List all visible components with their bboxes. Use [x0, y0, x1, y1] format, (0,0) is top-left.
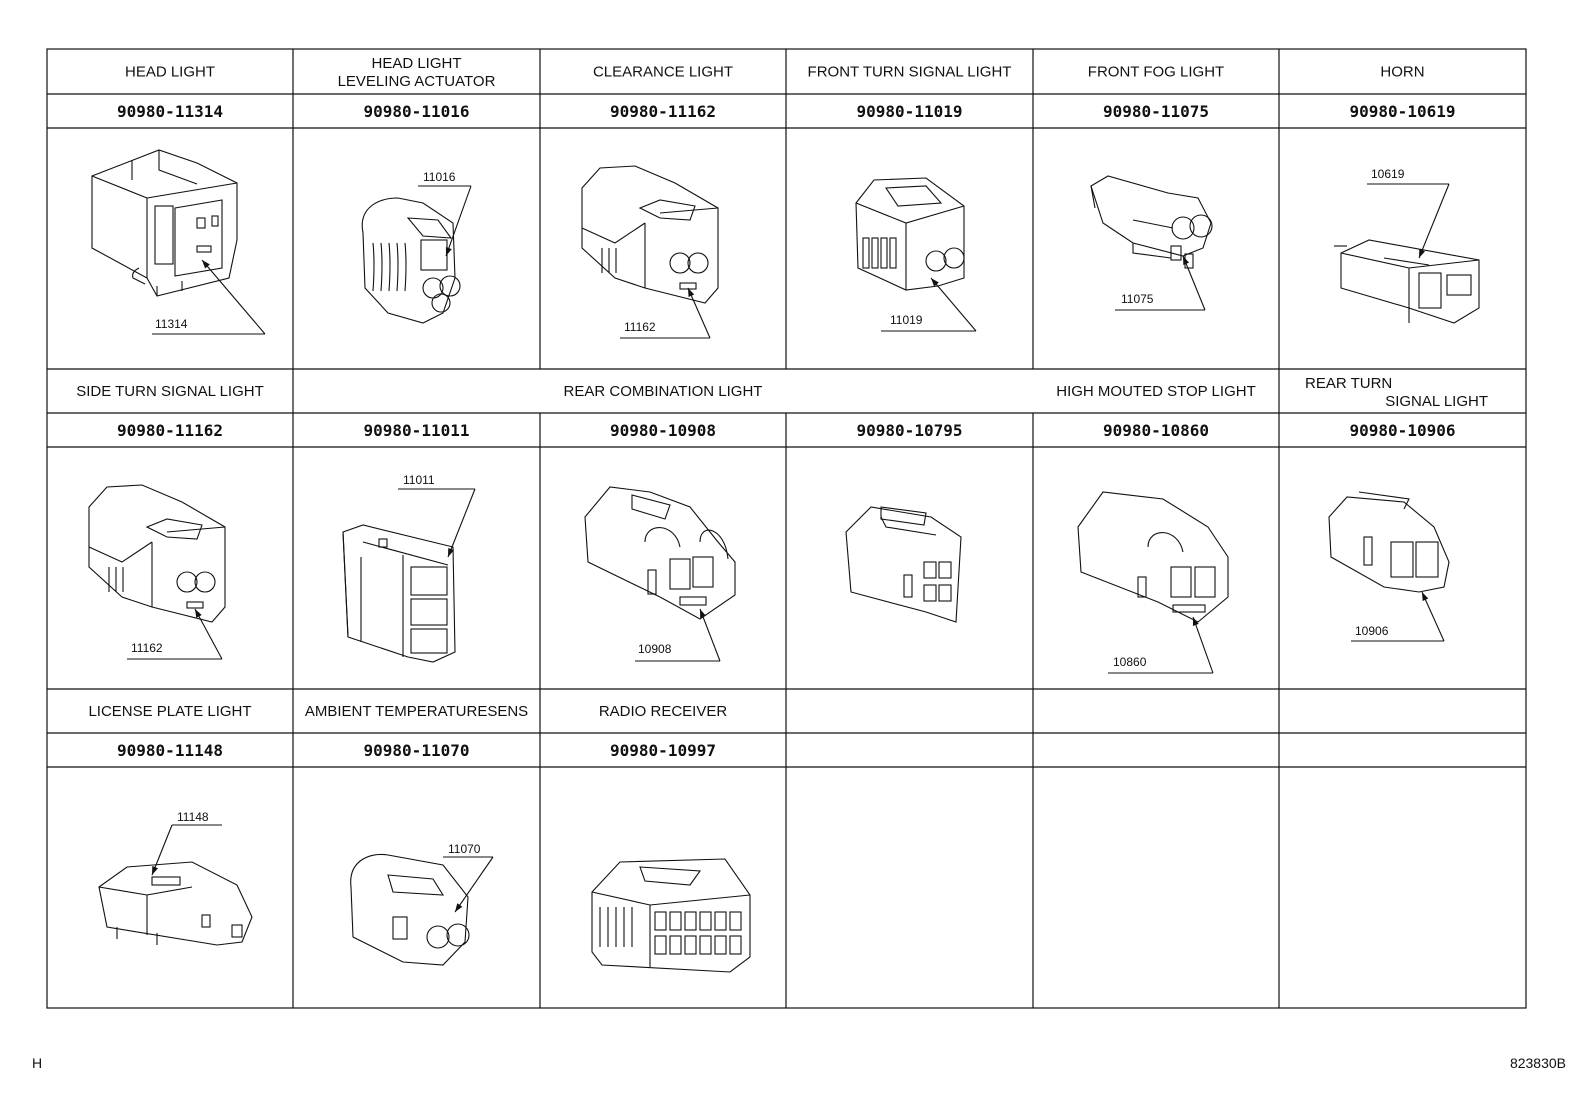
sheet-code: H — [32, 1055, 42, 1071]
callout-number: 11016 — [423, 170, 456, 184]
callout-number: 10619 — [1371, 167, 1405, 181]
clearance-light-connector: 11162 — [581, 165, 719, 339]
callout: 11075 — [1115, 255, 1206, 311]
rear-combo-connector-b: 10908 — [584, 486, 736, 662]
radio-receiver-connector — [591, 858, 751, 973]
part-number: 90980-10860 — [1103, 421, 1209, 440]
callout: 11314 — [152, 259, 266, 335]
front-fog-connector: 11075 — [1090, 175, 1213, 311]
callout-number: 11070 — [448, 842, 481, 856]
cell-label: CLEARANCE LIGHT — [593, 64, 733, 81]
callout: 11162 — [620, 287, 711, 339]
head-light-connector: 11314 — [91, 149, 266, 335]
callout: 11016 — [418, 170, 472, 257]
part-number: 90980-11019 — [857, 102, 963, 121]
license-plate-connector: 11148 — [98, 810, 253, 946]
part-number: 90980-10906 — [1350, 421, 1456, 440]
cell-label: RADIO RECEIVER — [599, 703, 728, 720]
part-number: 90980-11075 — [1103, 102, 1209, 121]
connector-drawings: 11314 11016 11162 11019 11075 10619 11162 11011… — [88, 149, 1480, 973]
cell-label: REAR TURN — [1305, 375, 1392, 392]
cell-label: FRONT FOG LIGHT — [1088, 64, 1224, 81]
rear-combo-connector-c — [845, 506, 962, 623]
callout-number: 10908 — [638, 642, 672, 656]
callout-number: 10906 — [1355, 624, 1389, 638]
part-number: 90980-10795 — [857, 421, 963, 440]
side-turn-connector: 11162 — [88, 484, 226, 660]
cell-label: HORN — [1380, 64, 1424, 81]
callout: 10860 — [1108, 616, 1214, 674]
part-number: 90980-10997 — [610, 741, 716, 760]
callout: 11070 — [443, 842, 494, 913]
table-grid — [46, 48, 1527, 1009]
horn-connector: 10619 — [1334, 167, 1480, 324]
callout: 11019 — [881, 277, 977, 332]
front-turn-connector: 11019 — [855, 177, 977, 332]
part-number: 90980-11162 — [610, 102, 716, 121]
cell-label: HEAD LIGHT — [371, 55, 461, 72]
callout: 10619 — [1367, 167, 1450, 259]
rear-combo-connector-a: 11011 — [342, 473, 476, 663]
callout: 11162 — [127, 608, 223, 660]
part-number: 90980-11011 — [364, 421, 470, 440]
cell-label: AMBIENT TEMPERATURESENS — [305, 703, 528, 720]
high-mount-stop-connector: 10860 — [1077, 491, 1229, 674]
merged-group-label: REAR COMBINATION LIGHT — [564, 383, 763, 400]
callout-number: 11011 — [403, 473, 435, 487]
part-number: 90980-10908 — [610, 421, 716, 440]
cell-label: LICENSE PLATE LIGHT — [88, 703, 251, 720]
ambient-temp-connector: 11070 — [350, 842, 494, 966]
callout-number: 11075 — [1121, 292, 1154, 306]
cell-label: SIDE TURN SIGNAL LIGHT — [76, 383, 264, 400]
callout-number: 10860 — [1113, 655, 1147, 669]
callout-number: 11314 — [155, 317, 188, 331]
callout: 10908 — [635, 608, 721, 662]
part-number: 90980-11148 — [117, 741, 223, 760]
rear-turn-connector: 10906 — [1328, 491, 1450, 642]
cell-label: HIGH MOUTED STOP LIGHT — [1056, 383, 1255, 400]
drawing-number: 823830B — [1510, 1055, 1566, 1071]
callout: 10906 — [1351, 591, 1445, 642]
cell-label: FRONT TURN SIGNAL LIGHT — [808, 64, 1012, 81]
part-number: 90980-11016 — [364, 102, 470, 121]
part-number: 90980-11162 — [117, 421, 223, 440]
callout-number: 11162 — [624, 320, 656, 334]
callout: 11011 — [398, 473, 476, 558]
cell-label: LEVELING ACTUATOR — [338, 73, 496, 90]
leveling-actuator-connector: 11016 — [361, 170, 472, 324]
callout-number: 11148 — [177, 810, 209, 824]
part-number: 90980-11070 — [364, 741, 470, 760]
callout-number: 11162 — [131, 641, 163, 655]
part-number: 90980-11314 — [117, 102, 223, 121]
cell-label: SIGNAL LIGHT — [1385, 393, 1488, 410]
cell-label: HEAD LIGHT — [125, 64, 215, 81]
callout: 11148 — [151, 810, 222, 876]
part-number: 90980-10619 — [1350, 102, 1456, 121]
callout-number: 11019 — [890, 313, 923, 327]
